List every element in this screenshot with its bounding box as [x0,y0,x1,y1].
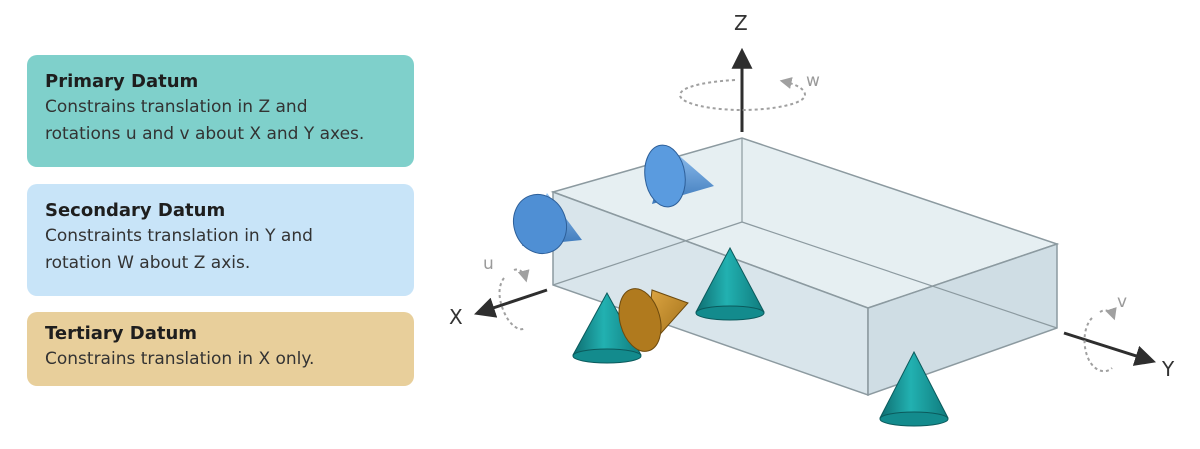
primary-datum-line1: Constrains translation in Z and [45,97,308,117]
tertiary-datum-cone [618,288,689,352]
primary-datum-title: Primary Datum [45,71,199,92]
tertiary-datum-card: Tertiary Datum Constrains translation in… [27,312,414,386]
v-rotation-label: v [1117,292,1127,312]
v-rotation-icon [1083,306,1117,373]
tertiary-datum-title: Tertiary Datum [45,323,198,344]
primary-datum-cone-3 [879,350,949,427]
secondary-datum-card: Secondary Datum Constraints translation … [27,184,414,296]
secondary-datum-cone-2 [644,144,714,208]
u-rotation-icon [498,268,530,331]
z-axis-label: Z [734,11,748,35]
primary-datum-card: Primary Datum Constrains translation in … [27,55,414,167]
w-rotation-label: w [806,71,820,91]
primary-datum-cone-2 [572,291,642,364]
y-axis-label: Y [1161,357,1175,381]
secondary-datum-line1: Constraints translation in Y and [45,226,313,246]
x-axis-label: X [449,305,463,329]
x-axis-line [474,288,548,318]
primary-datum-cone-1 [695,246,765,321]
primary-datum-line2: rotations u and v about X and Y axes. [45,124,365,144]
tertiary-datum-line1: Constrains translation in X only. [45,349,315,369]
y-axis-line [1063,331,1157,366]
secondary-datum-line2: rotation W about Z axis. [45,253,251,273]
u-rotation-label: u [483,254,494,274]
secondary-datum-title: Secondary Datum [45,200,226,221]
secondary-datum-cone-1 [513,193,582,255]
